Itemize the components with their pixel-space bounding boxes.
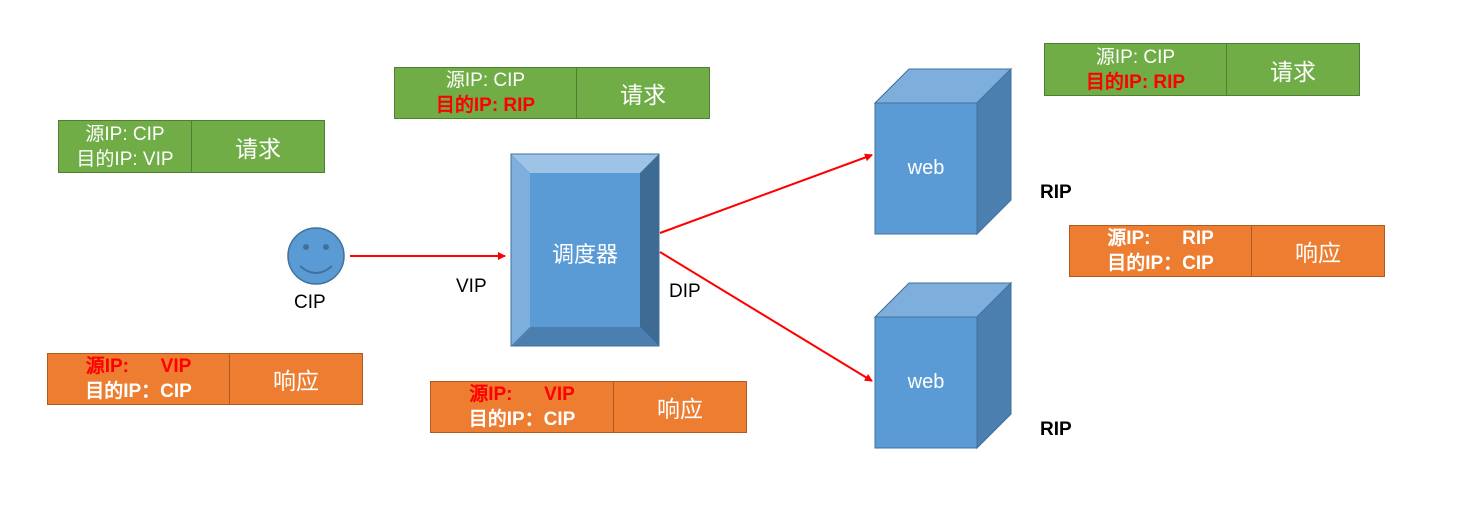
arrow-director-to-web1 [659,153,873,234]
packet-header: 源IP: VIP 目的IP：CIP [431,382,614,432]
packet-action: 响应 [657,396,703,422]
packet-header: 源IP: CIP 目的IP: RIP [1045,44,1227,95]
packet-header: 源IP: RIP 目的IP：CIP [1070,226,1252,276]
web-server-2[interactable] [873,281,1013,450]
packet-client-request: 源IP: CIP 目的IP: VIP 请求 [58,120,325,173]
arrow-director-to-web2 [659,251,873,382]
vip-label: VIP [456,276,487,297]
source-ip: 源IP: CIP [1095,46,1176,68]
packet-header: 源IP: CIP 目的IP: RIP [395,68,577,118]
packet-server-response: 源IP: RIP 目的IP：CIP 响应 [1069,225,1385,277]
destination-ip: 目的IP: VIP [76,148,174,170]
packet-header: 源IP: CIP 目的IP: VIP [59,121,192,172]
packet-action: 响应 [1295,240,1341,266]
dip-label: DIP [669,281,701,302]
web-server-2-rip-label: RIP [1040,419,1072,440]
source-ip: 源IP: CIP [445,70,526,91]
source-ip: 源IP: RIP [1107,228,1214,249]
packet-action: 请求 [235,135,281,162]
packet-action: 请求 [620,82,666,108]
source-ip: 源IP: VIP [85,356,192,377]
director-node[interactable] [510,153,660,347]
destination-ip: 目的IP：CIP [468,409,576,430]
web-server-1[interactable] [873,67,1013,236]
smiley-face-icon[interactable] [287,227,345,285]
packet-director-response: 源IP: VIP 目的IP：CIP 响应 [430,381,747,433]
destination-ip: 目的IP：CIP [85,381,192,402]
packet-server-request: 源IP: CIP 目的IP: RIP 请求 [1044,43,1360,96]
packet-header: 源IP: VIP 目的IP：CIP [48,354,230,404]
destination-ip: 目的IP：CIP [1107,253,1214,274]
destination-ip: 目的IP: RIP [1085,71,1186,93]
packet-action: 响应 [273,368,319,394]
web-server-1-label: web [907,157,945,179]
source-ip: 源IP: VIP [469,384,575,405]
client-cip-label: CIP [294,292,326,313]
director-label: 调度器 [551,242,618,267]
packet-director-request: 源IP: CIP 目的IP: RIP 请求 [394,67,710,119]
packet-client-response: 源IP: VIP 目的IP：CIP 响应 [47,353,363,405]
packet-action: 请求 [1270,58,1316,85]
web-server-2-label: web [907,371,945,393]
destination-ip: 目的IP: RIP [435,95,536,116]
web-server-1-rip-label: RIP [1040,182,1072,203]
source-ip: 源IP: CIP [85,123,165,145]
